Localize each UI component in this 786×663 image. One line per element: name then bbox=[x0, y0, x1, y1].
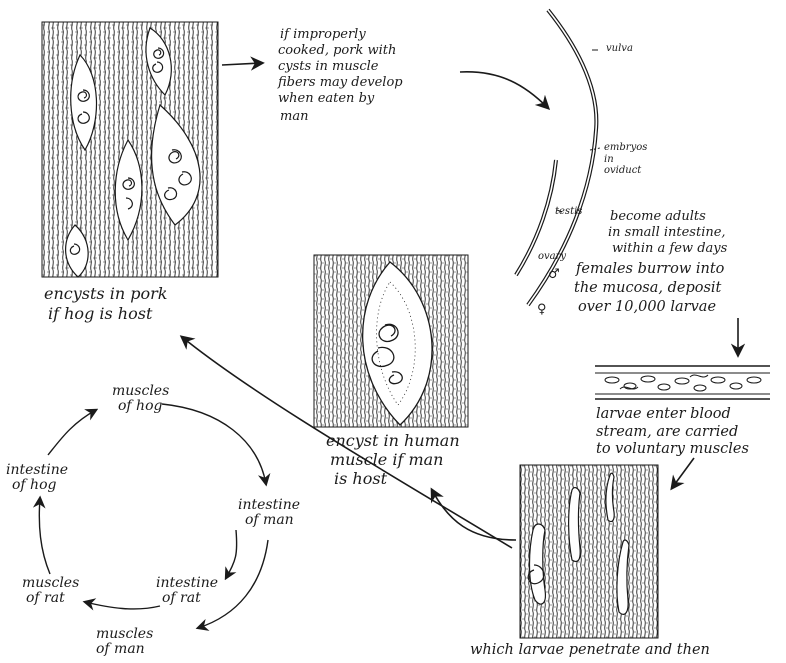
females-line2: the mucosa, deposit bbox=[574, 281, 721, 296]
female-symbol: ♀ bbox=[537, 303, 547, 316]
vulva-label: vulva bbox=[606, 44, 633, 54]
improper-line2: cooked, pork with bbox=[278, 44, 396, 57]
blood-line2: stream, are carried bbox=[596, 425, 738, 440]
testis-label: testis bbox=[555, 207, 582, 217]
cycle-intestine-of-rat-line1: intestine bbox=[156, 576, 218, 590]
cycle-muscles-of-rat-line2: of rat bbox=[26, 591, 65, 605]
blood-line3: to voluntary muscles bbox=[596, 442, 749, 457]
host-cycle-arrows bbox=[39, 404, 268, 628]
arrow-text-to-adults bbox=[460, 72, 548, 108]
cycle-intestine-of-man-line2: of man bbox=[245, 513, 294, 527]
cycle-muscles-of-hog-line2: of hog bbox=[118, 399, 162, 413]
human-line3: is host bbox=[334, 471, 387, 487]
females-line1: females burrow into bbox=[576, 262, 724, 277]
improper-line4: fibers may develop bbox=[278, 76, 403, 89]
embryos-line1: embryos bbox=[604, 143, 647, 153]
human-line1: encyst in human bbox=[326, 433, 460, 449]
cycle-muscles-of-hog-line1: muscles bbox=[112, 384, 169, 398]
larvae-muscle-illustration bbox=[520, 465, 658, 638]
arrow-blood-to-muscle bbox=[672, 458, 694, 488]
arrow-pork-to-text bbox=[222, 63, 262, 65]
adults-line3: within a few days bbox=[612, 242, 727, 255]
adults-line2: in small intestine, bbox=[608, 226, 726, 239]
cycle-muscles-of-man-line1: muscles bbox=[96, 627, 153, 641]
cycle-intestine-of-man-line1: intestine bbox=[238, 498, 300, 512]
improper-line3: cysts in muscle bbox=[278, 60, 379, 73]
embryos-line3: oviduct bbox=[604, 166, 641, 176]
male-symbol: ♂ bbox=[548, 268, 560, 281]
cycle-muscles-of-man-line2: of man bbox=[96, 642, 145, 656]
embryos-line2: in bbox=[604, 155, 614, 165]
pork-caption-line2: if hog is host bbox=[48, 306, 152, 322]
improper-line1: if improperly bbox=[280, 28, 366, 41]
improper-line5: when eaten by bbox=[278, 92, 374, 105]
penetrate-caption: which larvae penetrate and then bbox=[470, 643, 710, 658]
cycle-muscles-of-rat-line1: muscles bbox=[22, 576, 79, 590]
human-line2: muscle if man bbox=[330, 452, 443, 468]
ovary-label: ovary bbox=[538, 252, 566, 262]
cycle-intestine-of-hog-line1: intestine bbox=[6, 463, 68, 477]
cycle-intestine-of-rat-line2: of rat bbox=[162, 591, 201, 605]
improper-line6: man bbox=[280, 110, 308, 123]
arrow-muscle-to-human bbox=[432, 490, 516, 540]
blood-line1: larvae enter blood bbox=[596, 407, 731, 422]
human-muscle-illustration bbox=[314, 255, 468, 427]
pork-muscle-illustration bbox=[42, 22, 218, 277]
cycle-intestine-of-hog-line2: of hog bbox=[12, 478, 56, 492]
pork-caption-line1: encysts in pork bbox=[44, 286, 167, 302]
adults-line1: become adults bbox=[610, 210, 706, 223]
blood-stream-illustration bbox=[595, 366, 770, 399]
females-line3: over 10,000 larvae bbox=[578, 300, 716, 315]
